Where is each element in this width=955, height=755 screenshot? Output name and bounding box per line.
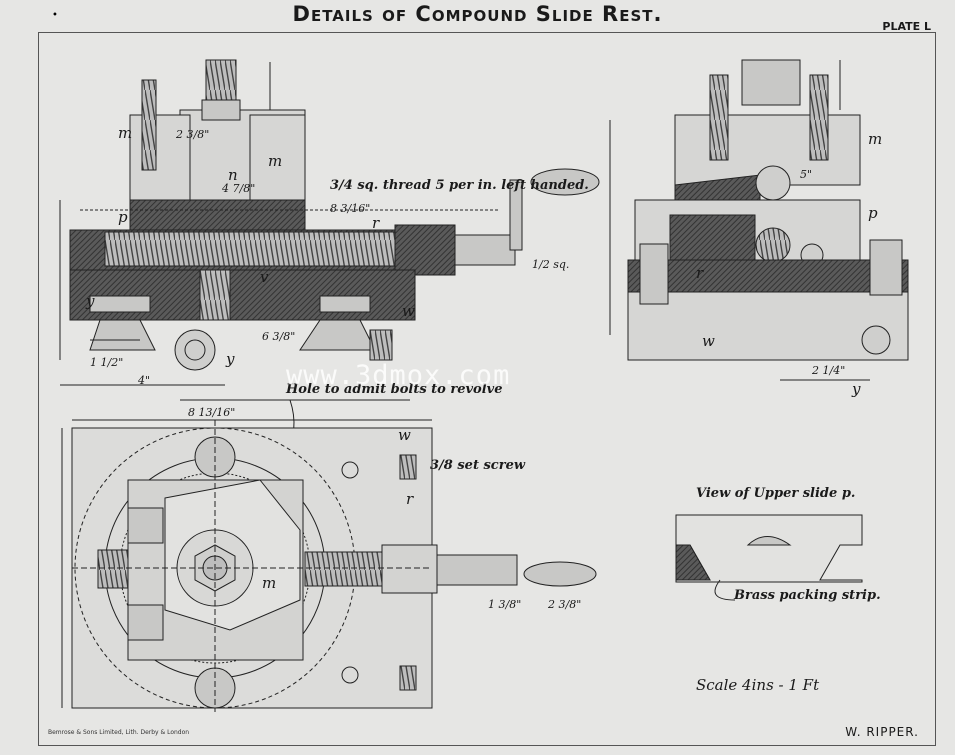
label-sq: 1/2 sq. bbox=[532, 258, 570, 271]
dim-11: 2 3/8" bbox=[548, 598, 582, 611]
front-elevation bbox=[59, 59, 600, 456]
dim-1: 2 3/8" bbox=[176, 128, 210, 141]
dim-3: 8 3/16" bbox=[330, 202, 371, 215]
dim-6: 6 3/8" bbox=[262, 330, 296, 343]
part-m-end: m bbox=[868, 130, 883, 148]
dim-8: 5" bbox=[800, 168, 813, 181]
part-y-lower: y bbox=[226, 350, 235, 368]
dim-7: 8 13/16" bbox=[188, 406, 236, 419]
watermark: www.3dmox.com bbox=[286, 360, 511, 391]
part-m-block: m bbox=[268, 152, 283, 170]
label-hole-note: Hole to admit bolts to revolve bbox=[286, 382, 503, 397]
part-p-front: p bbox=[118, 208, 128, 226]
part-r-plan: r bbox=[406, 490, 414, 508]
part-w-front: w bbox=[402, 302, 415, 320]
upper-slide-view bbox=[675, 514, 863, 601]
part-p-end: p bbox=[868, 204, 878, 222]
part-m-plan: m bbox=[262, 574, 277, 592]
dim-9: 2 1/4" bbox=[812, 364, 846, 377]
dim-10: 1 3/8" bbox=[488, 598, 522, 611]
plan-view bbox=[61, 419, 597, 712]
part-r-front: r bbox=[372, 214, 380, 232]
label-packing: Brass packing strip. bbox=[734, 588, 881, 603]
label-thread: 3/4 sq. thread 5 per in. left handed. bbox=[330, 178, 589, 193]
label-set-screw: 3/8 set screw bbox=[430, 458, 526, 473]
dim-5: 4" bbox=[138, 374, 151, 387]
border-frame bbox=[38, 32, 936, 746]
part-w-plan: w bbox=[398, 426, 411, 444]
part-y-front: y bbox=[86, 292, 95, 310]
plate-number: PLATE L bbox=[882, 20, 931, 33]
part-r-end: r bbox=[696, 264, 704, 282]
part-m-front: m bbox=[118, 124, 133, 142]
part-w-end: w bbox=[702, 332, 715, 350]
part-n: n bbox=[228, 166, 238, 184]
label-view-title: View of Upper slide p. bbox=[696, 486, 856, 501]
printer-imprint: Bemrose & Sons Limited, Lith. Derby & Lo… bbox=[48, 729, 190, 736]
sheet-title: Details of Compound Slide Rest. bbox=[292, 2, 663, 26]
part-y-end: y bbox=[852, 380, 861, 398]
dim-2: 4 7/8" bbox=[222, 182, 256, 195]
signature: W. RIPPER. bbox=[845, 725, 919, 739]
part-v: v bbox=[260, 268, 269, 286]
dim-4: 1 1/2" bbox=[90, 356, 124, 369]
label-scale: Scale 4ins - 1 Ft bbox=[696, 676, 820, 694]
end-elevation bbox=[609, 59, 909, 381]
